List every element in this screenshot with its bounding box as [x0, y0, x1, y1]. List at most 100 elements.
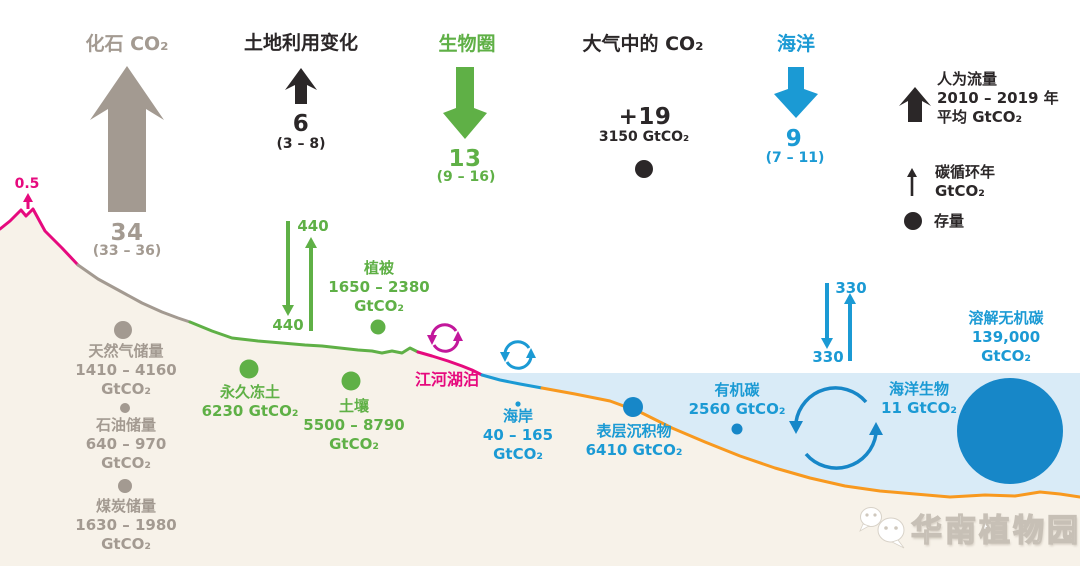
dic-unit: GtCO₂	[981, 346, 1031, 365]
coal-reserve-dot	[118, 479, 132, 493]
dic-stock: 溶解无机碳 139,000 GtCO₂	[968, 309, 1043, 366]
vegetation-label: 植被	[363, 259, 395, 277]
terrain-fossil-line	[76, 263, 192, 324]
ocean-circulation-icon	[789, 386, 883, 470]
organic-carbon-label: 有机碳	[714, 381, 760, 399]
ocean-range: (7 – 11)	[765, 150, 825, 166]
terrain-river-line	[416, 350, 484, 377]
oil-reserve-unit: GtCO₂	[101, 453, 151, 472]
watermark-text: 华南植物园	[910, 512, 1080, 549]
sediment-label: 表层沉积物	[596, 422, 672, 440]
coast-stock: 海岸 40 – 165 GtCO₂	[483, 407, 553, 464]
photosynthesis-down-arrow-icon	[282, 221, 294, 316]
biosphere-flux-arrow-icon	[443, 67, 487, 139]
vegetation-range: 1650 – 2380	[328, 277, 430, 296]
legend-anthropogenic-line1: 人为流量	[937, 70, 998, 88]
oil-reserve-range: 640 – 970	[85, 434, 167, 453]
ocean-uptake-down-arrow-icon	[821, 283, 833, 349]
air-sea-up-value: 330	[835, 279, 867, 297]
atmosphere-stock-dot	[635, 160, 653, 178]
organic-carbon-value: 2560 GtCO₂	[688, 399, 786, 418]
soil-range: 5500 – 8790	[303, 415, 405, 434]
land-use-title: 土地利用变化	[243, 32, 359, 54]
coast-unit: GtCO₂	[493, 444, 543, 463]
coal-reserve-label: 煤炭储量	[95, 497, 157, 515]
oil-reserve-label: 石油储量	[95, 416, 157, 434]
coast-cycle-icon	[500, 340, 536, 370]
rivers-label: 江河湖泊	[414, 370, 480, 389]
photosynthesis-up-value: 440	[272, 316, 304, 334]
soil-label: 土壤	[338, 397, 370, 415]
gas-reserve-dot	[114, 321, 132, 339]
fossil-title: 化石 CO₂	[85, 33, 169, 55]
legend-anthropogenic-line2: 2010 – 2019 年	[937, 88, 1059, 107]
land-use-value: 6	[292, 111, 310, 137]
gas-reserve-label: 天然气储量	[88, 342, 164, 360]
fossil-value: 34	[110, 220, 144, 246]
ocean-release-up-arrow-icon	[844, 293, 856, 361]
oil-reserve-dot	[120, 403, 130, 413]
terrain-volcano-line	[0, 207, 80, 267]
gas-reserve-unit: GtCO₂	[101, 379, 151, 398]
legend-stock-dot	[904, 212, 922, 230]
terrain-coast-line	[480, 373, 544, 390]
atmosphere-stock: 3150 GtCO₂	[598, 129, 690, 145]
river-cycle-icon	[427, 323, 463, 353]
coal-reserve-unit: GtCO₂	[101, 534, 151, 553]
dissolved-inorganic-carbon-circle	[957, 378, 1063, 484]
atmosphere-value: +19	[618, 104, 672, 130]
gas-reserve: 天然气储量 1410 – 4160 GtCO₂	[75, 342, 176, 399]
vegetation-unit: GtCO₂	[354, 296, 404, 315]
fossil-range: (33 – 36)	[92, 243, 162, 259]
permafrost-stock-dot	[239, 359, 259, 379]
permafrost-label: 永久冻土	[219, 383, 281, 401]
dic-value: 139,000	[971, 327, 1041, 346]
legend-anthropogenic: 人为流量 2010 – 2019 年 平均 GtCO₂	[937, 70, 1059, 127]
wechat-icon	[859, 507, 905, 549]
organic-carbon-stock: 有机碳 2560 GtCO₂	[689, 381, 786, 419]
soil-stock: 土壤 5500 – 8790 GtCO₂	[303, 397, 404, 454]
volcanic-flux-value: 0.5	[14, 176, 40, 192]
legend-stock-label: 存量	[934, 212, 965, 230]
fossil-flux-arrow-icon	[90, 66, 164, 212]
ocean-value: 9	[785, 126, 803, 152]
marine-biota-value: 11 GtCO₂	[881, 398, 957, 417]
respiration-up-arrow-icon	[305, 237, 317, 331]
permafrost-stock: 永久冻土 6230 GtCO₂	[202, 383, 299, 421]
legend-anthropogenic-arrow-icon	[899, 87, 931, 122]
gas-reserve-range: 1410 – 4160	[75, 360, 177, 379]
soil-stock-dot	[341, 371, 361, 391]
legend-natural: 碳循环年 GtCO₂	[935, 163, 995, 201]
photosynthesis-down-value: 440	[297, 217, 329, 235]
biosphere-range: (9 – 16)	[436, 169, 496, 185]
marine-biota-label: 海洋生物	[888, 380, 950, 398]
legend-natural-line2: GtCO₂	[935, 181, 985, 200]
organic-carbon-stock-dot	[731, 423, 743, 435]
land-fill	[0, 209, 1080, 566]
coast-range: 40 – 165	[482, 425, 554, 444]
oil-reserve: 石油储量 640 – 970 GtCO₂	[86, 416, 167, 473]
sediment-stock: 表层沉积物 6410 GtCO₂	[586, 422, 683, 460]
biosphere-value: 13	[448, 146, 482, 172]
ocean-flux-arrow-icon	[774, 67, 818, 118]
biosphere-title: 生物圈	[438, 33, 496, 55]
land-use-range: (3 – 8)	[276, 136, 326, 152]
vegetation-stock: 植被 1650 – 2380 GtCO₂	[328, 259, 429, 316]
dic-label: 溶解无机碳	[968, 309, 1044, 327]
sediment-value: 6410 GtCO₂	[585, 440, 683, 459]
legend-natural-arrow-icon	[907, 168, 917, 196]
atmosphere-title: 大气中的 CO₂	[582, 33, 704, 55]
sediment-stock-dot	[623, 397, 643, 417]
soil-unit: GtCO₂	[329, 434, 379, 453]
ocean-title: 海洋	[776, 33, 816, 55]
coal-reserve-range: 1630 – 1980	[75, 515, 177, 534]
permafrost-value: 6230 GtCO₂	[201, 401, 299, 420]
coast-label: 海岸	[502, 407, 534, 425]
coast-stock-dot	[515, 401, 521, 407]
terrain-land-line	[188, 320, 420, 355]
marine-biota-stock: 海洋生物 11 GtCO₂	[881, 380, 957, 418]
legend-anthropogenic-line3: 平均 GtCO₂	[937, 107, 1023, 126]
legend-natural-line1: 碳循环年	[935, 163, 996, 181]
